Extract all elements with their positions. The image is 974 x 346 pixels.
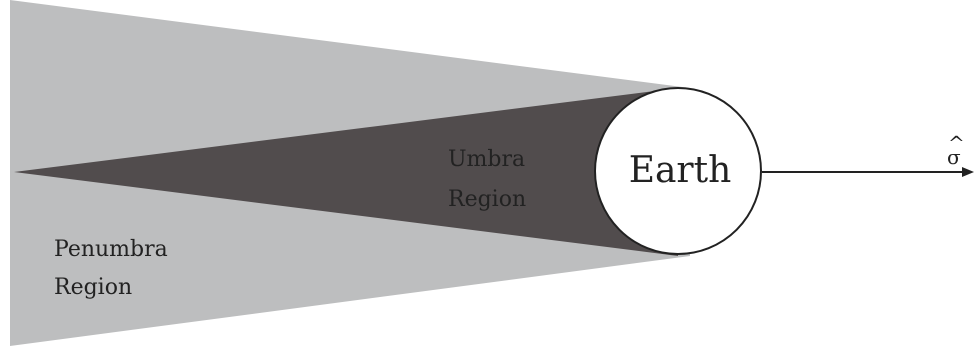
earth-circle bbox=[594, 87, 762, 255]
penumbra-label-line2: Region bbox=[54, 275, 132, 300]
sigma-hat-mark: ^ bbox=[948, 131, 965, 155]
umbra-label-line1: Umbra bbox=[448, 147, 525, 172]
penumbra-label-line1: Penumbra bbox=[54, 237, 168, 262]
earth-label: Earth bbox=[629, 150, 732, 191]
umbra-label-line2: Region bbox=[448, 187, 526, 212]
sigma-symbol: σ bbox=[947, 145, 961, 169]
arrowhead-icon bbox=[962, 167, 974, 177]
umbra-region bbox=[14, 88, 678, 256]
